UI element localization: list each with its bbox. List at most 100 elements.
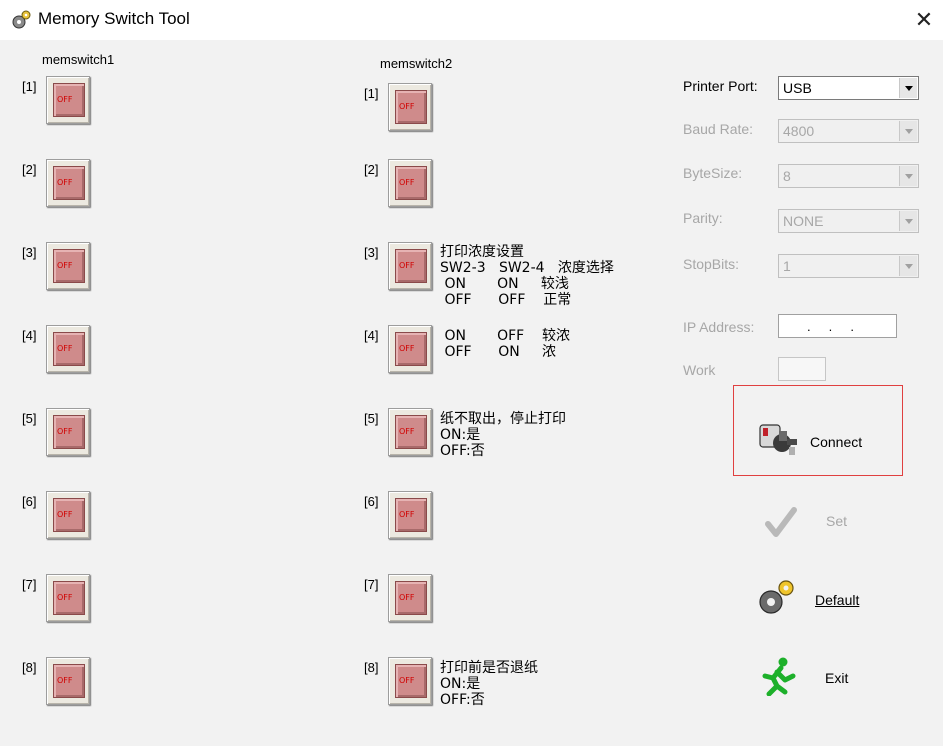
printer-port-select[interactable]: USB: [778, 76, 919, 100]
exit-button[interactable]: Exit: [735, 648, 903, 708]
switch-state: OFF: [399, 510, 415, 519]
switch-state: OFF: [399, 676, 415, 685]
running-man-exit-icon: [762, 657, 796, 696]
chevron-down-icon[interactable]: [899, 121, 917, 141]
memswitch2-label: memswitch2: [380, 56, 453, 71]
ms2-switch-2-number: [2]: [364, 162, 379, 177]
switch-state: OFF: [57, 178, 73, 187]
client-area: [0, 40, 943, 746]
set-label: Set: [826, 513, 848, 529]
parity-label: Parity:: [683, 210, 723, 226]
switch-state: OFF: [399, 344, 415, 353]
ms1-switch-4-number: [4]: [22, 328, 37, 343]
switch-state: OFF: [399, 178, 415, 187]
ms1-switch-2-button[interactable]: OFF: [46, 159, 90, 207]
ms2-switch-1-number: [1]: [364, 86, 379, 101]
switch-state: OFF: [399, 102, 415, 111]
ms1-switch-8-number: [8]: [22, 660, 37, 675]
ms1-switch-2-number: [2]: [22, 162, 37, 177]
ms2-switch-2-button[interactable]: OFF: [388, 159, 432, 207]
stop-bits-select[interactable]: 1: [778, 254, 919, 278]
work-label: Work: [683, 362, 716, 378]
ms1-switch-5-number: [5]: [22, 411, 37, 426]
ip-address-label: IP Address:: [683, 319, 755, 335]
connect-button[interactable]: Connect: [735, 395, 903, 455]
work-field[interactable]: [778, 357, 826, 381]
ms2-switch-6-number: [6]: [364, 494, 379, 509]
ms2-switch-1-button[interactable]: OFF: [388, 83, 432, 131]
connect-label: Connect: [810, 434, 863, 450]
switch-state: OFF: [57, 510, 73, 519]
note-line: OFF:否: [440, 443, 485, 459]
app-gear-icon: [12, 10, 31, 29]
ms2-switch-8-button[interactable]: OFF: [388, 657, 432, 705]
ms2-switch-7-button[interactable]: OFF: [388, 574, 432, 622]
stop-bits-value: 1: [783, 258, 791, 274]
ms2-switch-4-button[interactable]: OFF: [388, 325, 432, 373]
ms1-switch-8-button[interactable]: OFF: [46, 657, 90, 705]
chevron-down-icon[interactable]: [899, 256, 917, 276]
ms2-switch-3-note: 打印浓度设置 SW2-3 SW2-4 浓度选择 ON ON 较浅 OFF OFF…: [440, 244, 614, 308]
switch-state: OFF: [57, 344, 73, 353]
checkmark-icon: [765, 507, 797, 537]
ms2-switch-4-number: [4]: [364, 328, 379, 343]
byte-size-value: 8: [783, 168, 791, 184]
ms1-switch-6-number: [6]: [22, 494, 37, 509]
chevron-down-icon[interactable]: [899, 166, 917, 186]
printer-port-value: USB: [783, 80, 812, 96]
note-line: 打印前是否退纸: [440, 660, 538, 676]
byte-size-label: ByteSize:: [683, 165, 743, 181]
baud-rate-value: 4800: [783, 123, 815, 139]
ms1-switch-7-number: [7]: [22, 577, 37, 592]
baud-rate-select[interactable]: 4800: [778, 119, 919, 143]
memswitch1-label: memswitch1: [42, 52, 115, 67]
parity-select[interactable]: NONE: [778, 209, 919, 233]
stop-bits-label: StopBits:: [683, 256, 740, 272]
note-line: ON:是: [440, 427, 481, 443]
note-line: OFF ON 浓: [440, 344, 557, 360]
set-button[interactable]: Set: [740, 490, 908, 550]
default-label: Default: [815, 592, 860, 608]
ms2-switch-6-button[interactable]: OFF: [388, 491, 432, 539]
switch-state: OFF: [57, 427, 73, 436]
ms2-switch-4-note: ON OFF 较浓 OFF ON 浓: [440, 328, 570, 360]
chevron-down-icon[interactable]: [899, 211, 917, 231]
switch-state: OFF: [57, 593, 73, 602]
printer-port-label: Printer Port:: [683, 78, 758, 94]
default-button[interactable]: Default: [735, 570, 903, 630]
gear-icon: [759, 580, 794, 614]
ms1-switch-6-button[interactable]: OFF: [46, 491, 90, 539]
switch-state: OFF: [399, 427, 415, 436]
note-line: SW2-3 SW2-4 浓度选择: [440, 260, 614, 276]
note-line: OFF OFF 正常: [440, 292, 572, 308]
ms2-switch-5-note: 纸不取出，停止打印 ON:是 OFF:否: [440, 411, 566, 459]
note-line: ON ON 较浅: [440, 276, 569, 292]
switch-state: OFF: [57, 676, 73, 685]
ms1-switch-3-button[interactable]: OFF: [46, 242, 90, 290]
printer-connect-icon: [759, 424, 797, 455]
parity-value: NONE: [783, 213, 824, 229]
close-button[interactable]: ✕: [914, 7, 934, 32]
ms2-switch-8-number: [8]: [364, 660, 379, 675]
baud-rate-label: Baud Rate:: [683, 121, 754, 137]
ms1-switch-7-button[interactable]: OFF: [46, 574, 90, 622]
ms2-switch-5-button[interactable]: OFF: [388, 408, 432, 456]
ms1-switch-1-button[interactable]: OFF: [46, 76, 90, 124]
switch-state: OFF: [57, 261, 73, 270]
ms2-switch-3-number: [3]: [364, 245, 379, 260]
chevron-down-icon[interactable]: [899, 78, 917, 98]
ms1-switch-4-button[interactable]: OFF: [46, 325, 90, 373]
ms1-switch-5-button[interactable]: OFF: [46, 408, 90, 456]
note-line: 纸不取出，停止打印: [440, 411, 566, 427]
note-line: ON OFF 较浓: [440, 328, 571, 344]
exit-label: Exit: [825, 670, 849, 686]
byte-size-select[interactable]: 8: [778, 164, 919, 188]
connect-highlight: [733, 385, 903, 476]
switch-state: OFF: [399, 593, 415, 602]
title-bar: Memory Switch Tool ✕: [0, 0, 943, 40]
ms2-switch-7-number: [7]: [364, 577, 379, 592]
note-line: OFF:否: [440, 692, 485, 708]
ip-address-field[interactable]: . . .: [778, 314, 897, 338]
switch-state: OFF: [57, 95, 73, 104]
ms2-switch-3-button[interactable]: OFF: [388, 242, 432, 290]
